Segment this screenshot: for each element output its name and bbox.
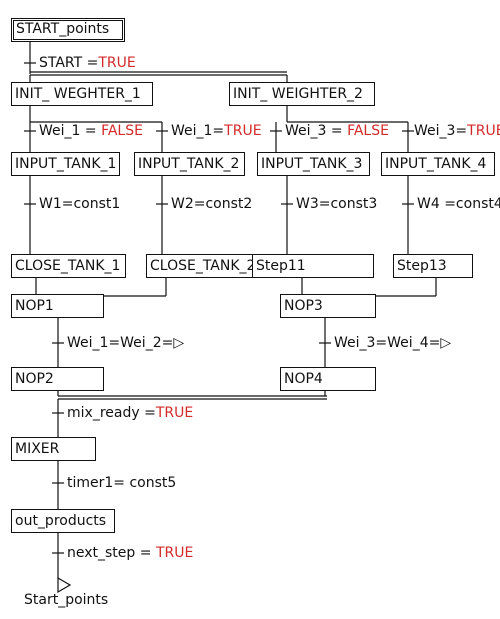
step-label: INIT_ WEGHTER_1: [15, 86, 141, 102]
step-mixer[interactable]: MIXER: [11, 437, 96, 461]
transition-next-step: next_step = TRUE: [67, 545, 194, 561]
step-label: INPUT_TANK_1: [15, 156, 117, 172]
step-label: NOP4: [284, 371, 323, 387]
step-label: Step13: [397, 258, 447, 274]
step-out-products[interactable]: out_products: [11, 509, 115, 533]
transition-wei3-true: Wei_3=TRUE: [414, 123, 500, 139]
step-label: INPUT_TANK_2: [138, 156, 240, 172]
transition-timer1: timer1= const5: [67, 475, 177, 491]
transition-start: START =TRUE: [39, 55, 136, 71]
jump-target-label: Start_points: [24, 592, 109, 608]
step-nop4[interactable]: NOP4: [280, 367, 376, 391]
step-step11[interactable]: Step11: [252, 254, 374, 278]
step-label: NOP1: [15, 298, 54, 314]
step-step13[interactable]: Step13: [393, 254, 473, 278]
step-label: NOP2: [15, 371, 54, 387]
step-label: CLOSE_TANK_1: [15, 258, 121, 274]
transition-wei1-true: Wei_1=TRUE: [171, 123, 262, 139]
step-label: INPUT_TANK_4: [385, 156, 487, 172]
step-label: START_points: [16, 21, 110, 37]
step-label: Step11: [256, 258, 306, 274]
step-close-tank-2[interactable]: CLOSE_TANK_2: [146, 254, 258, 278]
step-input-tank-2[interactable]: INPUT_TANK_2: [134, 152, 245, 176]
transition-wei12: Wei_1=Wei_2=▷: [67, 335, 185, 351]
step-init-weighter-1[interactable]: INIT_ WEGHTER_1: [11, 82, 153, 106]
step-label: CLOSE_TANK_2: [150, 258, 256, 274]
step-init-weighter-2[interactable]: INIT_ WEIGHTER_2: [229, 82, 375, 106]
step-start-points[interactable]: START_points: [11, 18, 125, 42]
step-nop1[interactable]: NOP1: [11, 294, 104, 318]
step-nop3[interactable]: NOP3: [280, 294, 376, 318]
step-input-tank-3[interactable]: INPUT_TANK_3: [257, 152, 370, 176]
transition-mix-ready: mix_ready =TRUE: [67, 405, 194, 421]
step-label: INPUT_TANK_3: [261, 156, 363, 172]
step-input-tank-1[interactable]: INPUT_TANK_1: [11, 152, 120, 176]
step-close-tank-1[interactable]: CLOSE_TANK_1: [11, 254, 126, 278]
transition-wei1-false: Wei_1 = FALSE: [39, 123, 143, 139]
step-input-tank-4[interactable]: INPUT_TANK_4: [381, 152, 495, 176]
transition-w2: W2=const2: [171, 196, 253, 212]
transition-wei34: Wei_3=Wei_4=▷: [334, 335, 452, 351]
transition-w4: W4 =const4: [417, 196, 500, 212]
transition-w3: W3=const3: [296, 196, 378, 212]
transition-w1: W1=const1: [39, 196, 121, 212]
step-nop2[interactable]: NOP2: [11, 367, 104, 391]
step-label: INIT_ WEIGHTER_2: [233, 86, 363, 102]
step-label: NOP3: [284, 298, 323, 314]
step-label: MIXER: [15, 441, 60, 457]
step-label: out_products: [15, 513, 107, 529]
transition-wei3-false: Wei_3 = FALSE: [285, 123, 389, 139]
